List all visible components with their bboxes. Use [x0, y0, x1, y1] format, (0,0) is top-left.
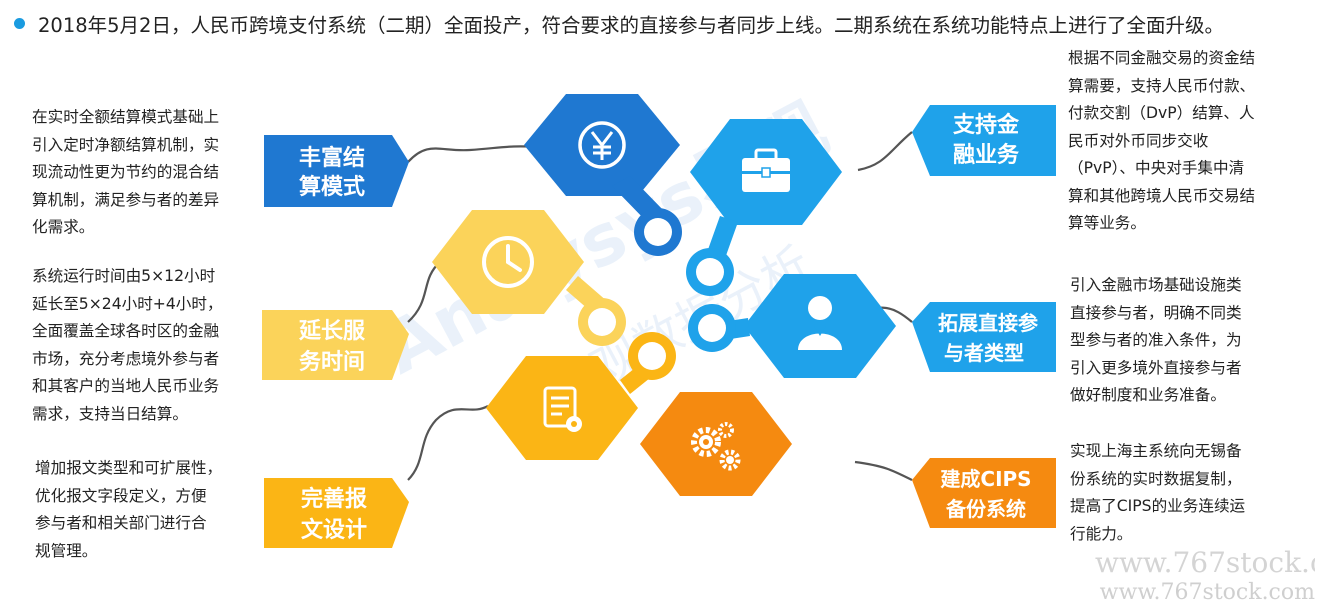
- connector-line: [854, 460, 913, 481]
- desc-line: 参与者和相关部门进行合: [35, 514, 207, 532]
- desc-line: 在实时全额结算模式基础上: [32, 108, 220, 126]
- desc-line: 系统运行时间由5×12小时: [32, 267, 216, 285]
- connector-line: [407, 405, 489, 481]
- desc-line: 提高了CIPS的业务连续运: [1070, 497, 1246, 515]
- desc-line: 延长至5×24小时+4小时，: [32, 294, 223, 313]
- desc-line: 市场，充分考虑境外参与者: [32, 349, 220, 368]
- yuan-icon: [578, 121, 626, 169]
- hexagon-cluster: [432, 94, 896, 496]
- feature-desc-participants: 引入金融市场基础设施类 直接参与者，明确不同类 型参与者的准入条件，为 引入更多…: [1070, 272, 1242, 410]
- connector-lines: [407, 131, 913, 481]
- gears-icon: [691, 422, 741, 471]
- connector-line: [857, 131, 913, 172]
- desc-line: 型参与者的准入条件，为: [1070, 331, 1242, 349]
- desc-line: 引入定时净额结算机制，实: [32, 135, 220, 154]
- footer-watermark-line: www.767stock.com: [1099, 580, 1315, 605]
- link-ring-hole: [698, 314, 726, 342]
- desc-line: 优化报文字段定义，方便: [35, 486, 207, 505]
- feature-desc-backup: 实现上海主系统向无锡备 份系统的实时数据复制， 提高了CIPS的业务连续运 行能…: [1070, 438, 1245, 548]
- desc-line: 直接参与者，明确不同类: [1070, 303, 1242, 322]
- footer-watermark: www.767stock.c www.767stock.com: [1095, 548, 1315, 608]
- feature-desc-settlement: 在实时全额结算模式基础上 引入定时净额结算机制，实 现流动性更为节约的混合结 算…: [32, 104, 219, 242]
- desc-line: 份系统的实时数据复制，: [1070, 469, 1242, 488]
- feature-desc-message: 增加报文类型和可扩展性， 优化报文字段定义，方便 参与者和相关部门进行合 规管理…: [35, 455, 222, 565]
- feature-desc-finance-business: 根据不同金融交易的资金结 算需要，支持人民币付款、 付款交割（DvP）结算、人 …: [1068, 45, 1255, 238]
- bullet-dot: [14, 17, 25, 29]
- footer-watermark-line: www.767stock.c: [1095, 548, 1315, 579]
- desc-line: 全面覆盖全球各时区的金融: [32, 322, 220, 340]
- header-text: 2018年5月2日，人民币跨境支付系统（二期）全面投产，符合要求的直接参与者同步…: [38, 13, 1224, 37]
- desc-line: （PvP）、中央对手集中清: [1068, 159, 1245, 177]
- desc-line: 和其客户的当地人民币业务: [32, 377, 220, 395]
- desc-line: 引入更多境外直接参与者: [1070, 358, 1242, 377]
- desc-line: 民币对外币同步交收: [1068, 131, 1209, 150]
- hexagon-message: [486, 356, 638, 460]
- desc-line: 算需要，支持人民币付款、: [1068, 76, 1256, 95]
- desc-line: 付款交割（DvP）结算、人: [1068, 104, 1255, 122]
- feature-desc-service-time: 系统运行时间由5×12小时 延长至5×24小时+4小时， 全面覆盖全球各时区的金…: [32, 263, 223, 428]
- desc-line: 现流动性更为节约的混合结: [32, 163, 220, 181]
- link-ring-hole: [644, 218, 672, 246]
- person-icon: [798, 296, 842, 350]
- desc-line: 算等业务。: [1068, 214, 1146, 232]
- clock-icon: [482, 236, 534, 288]
- desc-line: 算和其他跨境人民币交易结: [1068, 186, 1256, 205]
- header-line: 2018年5月2日，人民币跨境支付系统（二期）全面投产，符合要求的直接参与者同步…: [14, 8, 1314, 38]
- desc-line: 实现上海主系统向无锡备: [1070, 442, 1242, 460]
- desc-line: 根据不同金融交易的资金结: [1068, 49, 1256, 67]
- link-ring-hole: [696, 258, 724, 286]
- desc-line: 化需求。: [32, 218, 95, 236]
- document-gear-icon: [543, 386, 582, 432]
- connector-line: [407, 145, 539, 163]
- link-ring-hole: [588, 308, 616, 336]
- desc-line: 规管理。: [35, 541, 98, 560]
- briefcase-icon: [742, 148, 790, 192]
- connector-line: [407, 261, 441, 323]
- desc-line: 做好制度和业务准备。: [1070, 386, 1226, 404]
- desc-line: 引入金融市场基础设施类: [1070, 276, 1242, 294]
- link-ring-hole: [638, 342, 666, 370]
- desc-line: 需求，支持当日结算。: [32, 404, 188, 423]
- desc-line: 行能力。: [1070, 524, 1133, 543]
- desc-line: 增加报文类型和可扩展性，: [35, 459, 223, 477]
- desc-line: 算机制，满足参与者的差异: [32, 190, 220, 209]
